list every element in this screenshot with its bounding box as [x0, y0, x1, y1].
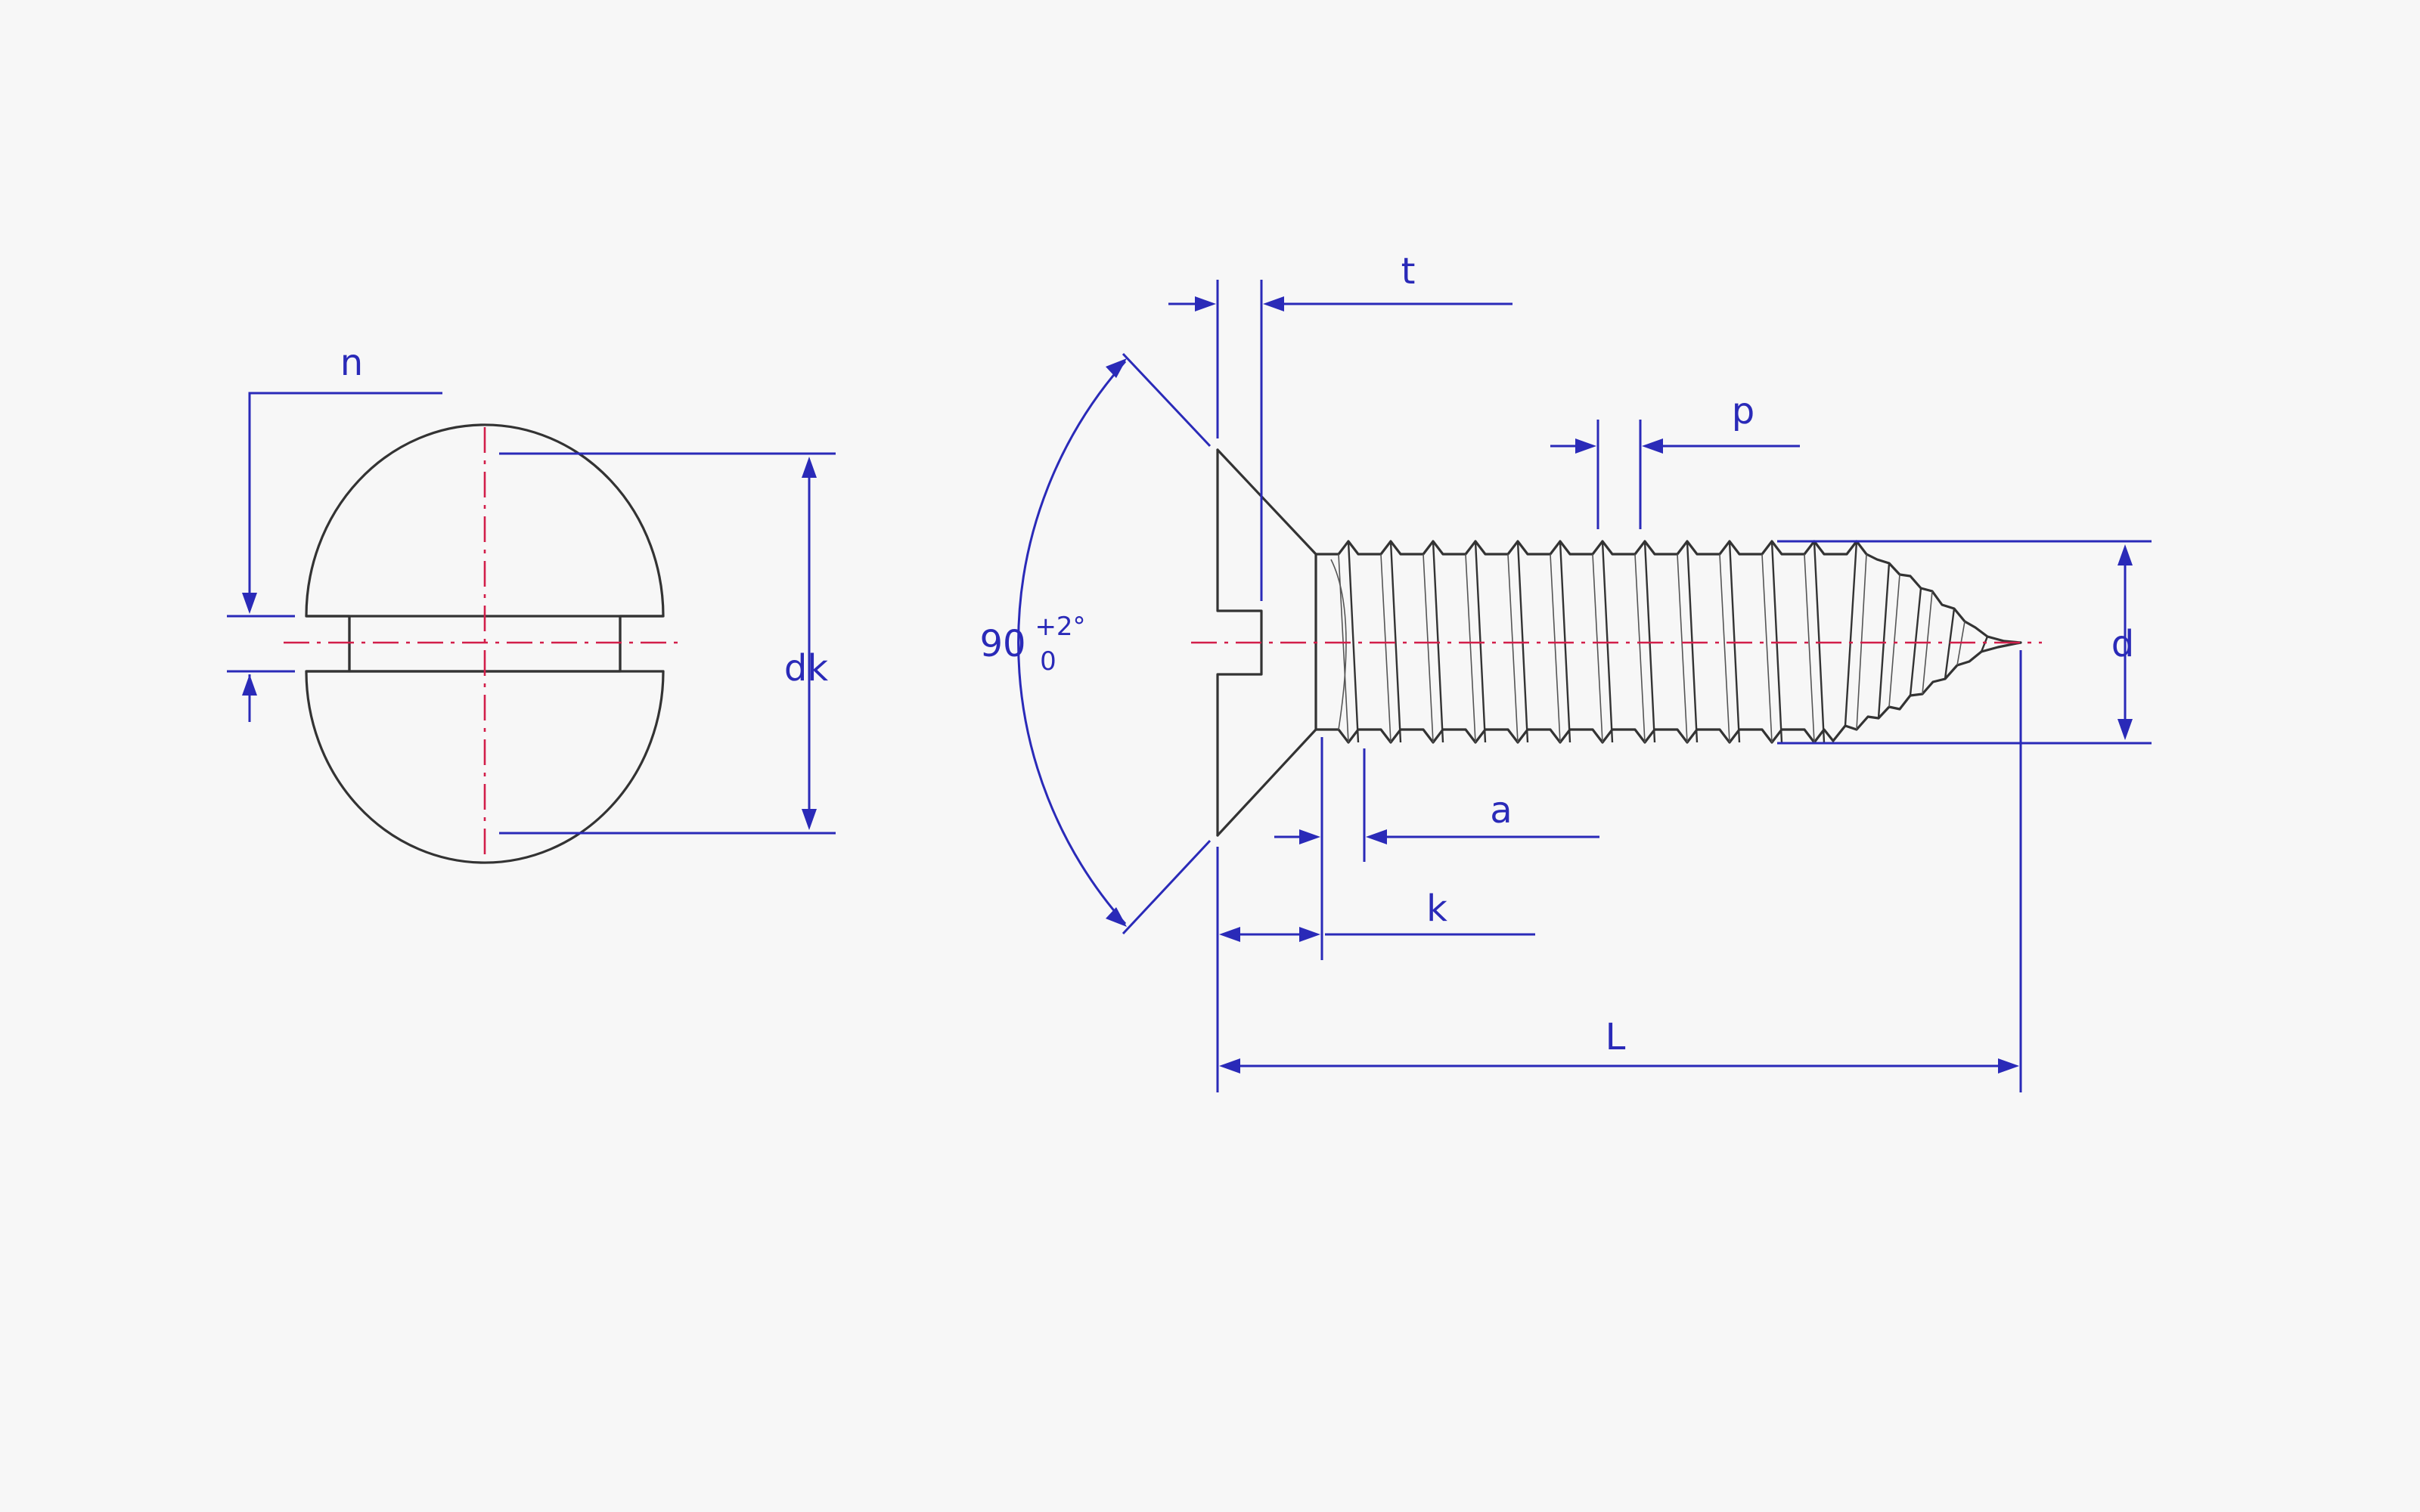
dimension-L: L [1219, 650, 2022, 1092]
dimension-dk: dk [499, 452, 836, 835]
label-angle-value: 90 [979, 623, 1025, 665]
dimension-head-angle: 90 +2° 0 [979, 352, 1212, 935]
dimension-p: p [1550, 390, 1800, 529]
label-L: L [1606, 1016, 1626, 1058]
dimension-a: a [1274, 737, 1599, 960]
dimension-k: k [1216, 847, 1535, 1092]
dimension-n: n [227, 342, 442, 722]
label-angle-tol-upper: +2° [1035, 612, 1085, 642]
label-p: p [1732, 390, 1754, 432]
head-top-view [284, 423, 684, 864]
dimension-t: t [1168, 250, 1512, 601]
label-t: t [1401, 250, 1416, 293]
label-d: d [2111, 623, 2134, 665]
dimension-d: d [1777, 540, 2152, 745]
label-n: n [340, 342, 363, 384]
label-angle-tol-lower: 0 [1040, 646, 1056, 677]
label-dk: dk [784, 647, 828, 689]
label-a: a [1490, 789, 1512, 832]
screw-side-view [1191, 448, 2042, 837]
label-k: k [1426, 888, 1447, 930]
head-upper-half [305, 423, 665, 673]
